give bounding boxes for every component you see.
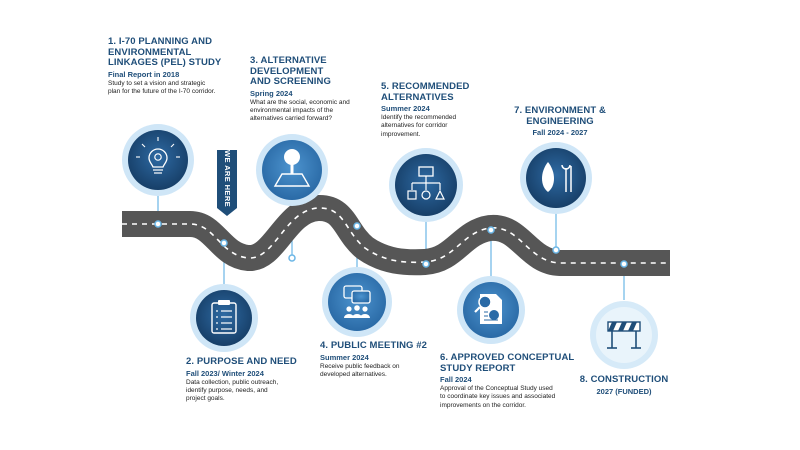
- step-2-text: 2. PURPOSE AND NEED Fall 2023/ Winter 20…: [186, 356, 326, 404]
- we-are-here-badge: WE ARE HERE: [223, 150, 232, 208]
- road-shape: [122, 195, 670, 276]
- step-6-text: 6. APPROVED CONCEPTUAL STUDY REPORT Fall…: [440, 352, 600, 410]
- report-magnifier-icon: [457, 276, 525, 344]
- clipboard-checklist-icon: [190, 284, 258, 352]
- step-6-desc: Approval of the Conceptual Study used to…: [440, 385, 556, 409]
- step-3-desc: What are the social, economic and enviro…: [250, 98, 350, 123]
- lightbulb-gear-icon: [122, 124, 194, 196]
- flowchart-icon: [389, 148, 463, 222]
- road-points: [154, 220, 628, 268]
- step-7-text: 7. ENVIRONMENT & ENGINEERING Fall 2024 -…: [505, 105, 615, 137]
- step-2-desc: Data collection, public outreach, identi…: [186, 378, 279, 403]
- step-5-text: 5. RECOMMENDED ALTERNATIVES Summer 2024 …: [381, 81, 511, 139]
- road-barrier-icon: [590, 301, 658, 369]
- tree-road-icon: [256, 134, 328, 206]
- step-3-title: 3. ALTERNATIVE DEVELOPMENT AND SCREENING: [250, 55, 332, 87]
- step-4-date: Summer 2024: [320, 352, 369, 362]
- step-3-text: 3. ALTERNATIVE DEVELOPMENT AND SCREENING…: [250, 55, 390, 124]
- step-5-title: 5. RECOMMENDED ALTERNATIVES: [381, 81, 470, 103]
- people-speech-icon: [322, 267, 392, 337]
- step-8-date: 2027 (FUNDED): [596, 386, 652, 396]
- step-5-date: Summer 2024: [381, 104, 430, 113]
- step-8-title: 8. CONSTRUCTION: [579, 374, 669, 385]
- road-dashes: [122, 207, 670, 264]
- step-1-text: 1. I-70 PLANNING AND ENVIRONMENTAL LINKA…: [108, 36, 268, 96]
- step-7-date: Fall 2024 - 2027: [532, 128, 588, 137]
- step-4-text: 4. PUBLIC MEETING #2 Summer 2024 Receive…: [320, 340, 460, 379]
- step-7-title: 7. ENVIRONMENT & ENGINEERING: [514, 105, 606, 127]
- step-4-title: 4. PUBLIC MEETING #2: [320, 340, 428, 351]
- step-8-text: 8. CONSTRUCTION 2027 (FUNDED): [574, 374, 674, 396]
- step-6-date: Fall 2024: [440, 375, 472, 384]
- step-6-title: 6. APPROVED CONCEPTUAL STUDY REPORT: [440, 352, 575, 374]
- step-1-date: Final Report in 2018: [108, 69, 180, 79]
- step-5-desc: Identify the recommended alternatives fo…: [381, 114, 457, 138]
- step-4-desc: Receive public feedback on developed alt…: [320, 362, 400, 378]
- step-1-desc: Study to set a vision and strategic plan…: [108, 79, 216, 95]
- step-1-title: 1. I-70 PLANNING AND ENVIRONMENTAL LINKA…: [108, 36, 222, 68]
- step-2-date: Fall 2023/ Winter 2024: [186, 368, 264, 378]
- leaf-wrench-icon: [520, 142, 592, 214]
- step-3-date: Spring 2024: [250, 88, 293, 98]
- step-2-title: 2. PURPOSE AND NEED: [186, 356, 297, 367]
- we-are-here-badge-shape: [217, 150, 237, 216]
